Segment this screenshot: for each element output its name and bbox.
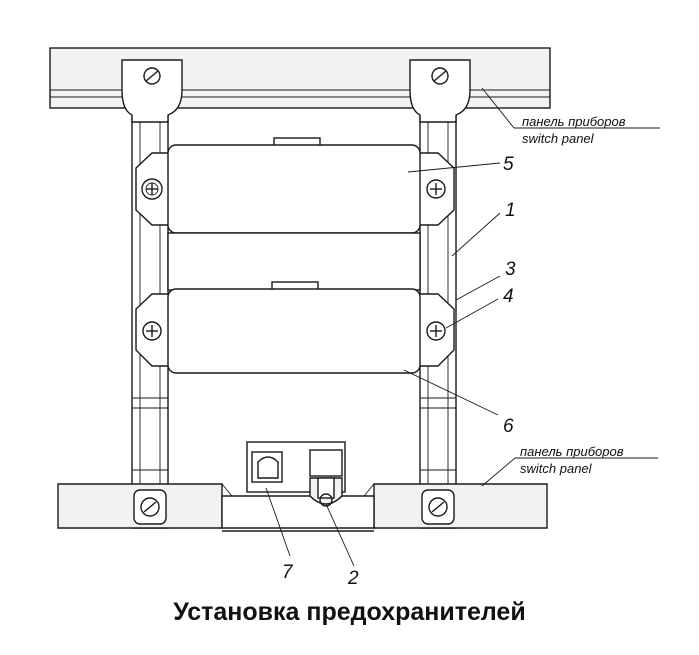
callout-2: 2 <box>347 568 359 589</box>
callout-7: 7 <box>282 562 294 583</box>
callout-3: 3 <box>505 259 516 280</box>
screw-top-left <box>143 67 161 85</box>
middle-crossbar <box>167 232 421 291</box>
label-top-panel-ru: панель приборов <box>522 114 626 129</box>
label-top-panel-en: switch panel <box>522 131 595 146</box>
leader-lines <box>265 87 660 567</box>
label-bottom-panel-ru: панель приборов <box>520 444 624 459</box>
connector-unit <box>246 441 346 507</box>
clamp-screw-upper-right <box>426 179 446 199</box>
screw-bottom-right <box>421 489 455 525</box>
callout-4: 4 <box>503 286 514 307</box>
upper-fuse-block <box>167 137 421 234</box>
clamp-screw-lower-left <box>142 321 162 341</box>
clamp-screw-upper-left <box>141 178 163 200</box>
screw-top-right <box>431 67 449 85</box>
label-bottom-panel-en: switch panel <box>520 461 593 476</box>
diagram-caption: Установка предохранителей <box>173 598 526 626</box>
lower-fuse-block <box>167 281 421 374</box>
callout-5: 5 <box>503 154 514 175</box>
callout-6: 6 <box>503 416 514 437</box>
clamp-screw-lower-right <box>426 321 446 341</box>
bracket-steps <box>132 397 456 471</box>
callout-1: 1 <box>505 200 516 221</box>
screw-bottom-left <box>133 489 167 525</box>
